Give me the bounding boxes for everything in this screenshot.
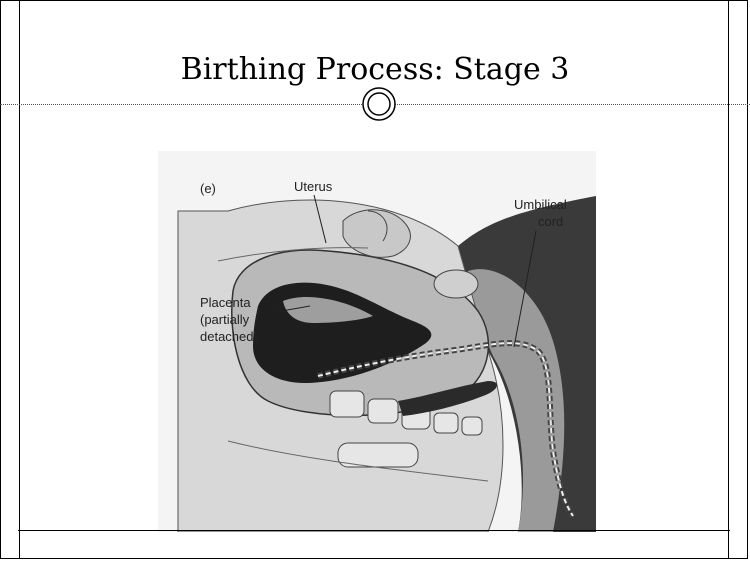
placenta-label-line1: Placenta bbox=[200, 295, 251, 310]
panel-label: (e) bbox=[200, 181, 216, 196]
umbilical-label-line2: cord bbox=[538, 214, 563, 229]
placenta-label-line2: (partially bbox=[200, 312, 250, 327]
circle-ornament-icon bbox=[361, 86, 397, 122]
footer-divider bbox=[18, 530, 730, 531]
umbilical-label-line1: Umbilical bbox=[514, 197, 567, 212]
anatomy-figure: (e) Uterus Umbilical cord Placenta (part… bbox=[158, 151, 596, 532]
placenta-label-line3: detached) bbox=[200, 329, 258, 344]
bladder bbox=[434, 270, 478, 298]
birth-stage3-illustration: (e) Uterus Umbilical cord Placenta (part… bbox=[158, 151, 596, 532]
slide-title: Birthing Process: Stage 3 bbox=[0, 52, 750, 87]
uterus-label: Uterus bbox=[294, 179, 333, 194]
